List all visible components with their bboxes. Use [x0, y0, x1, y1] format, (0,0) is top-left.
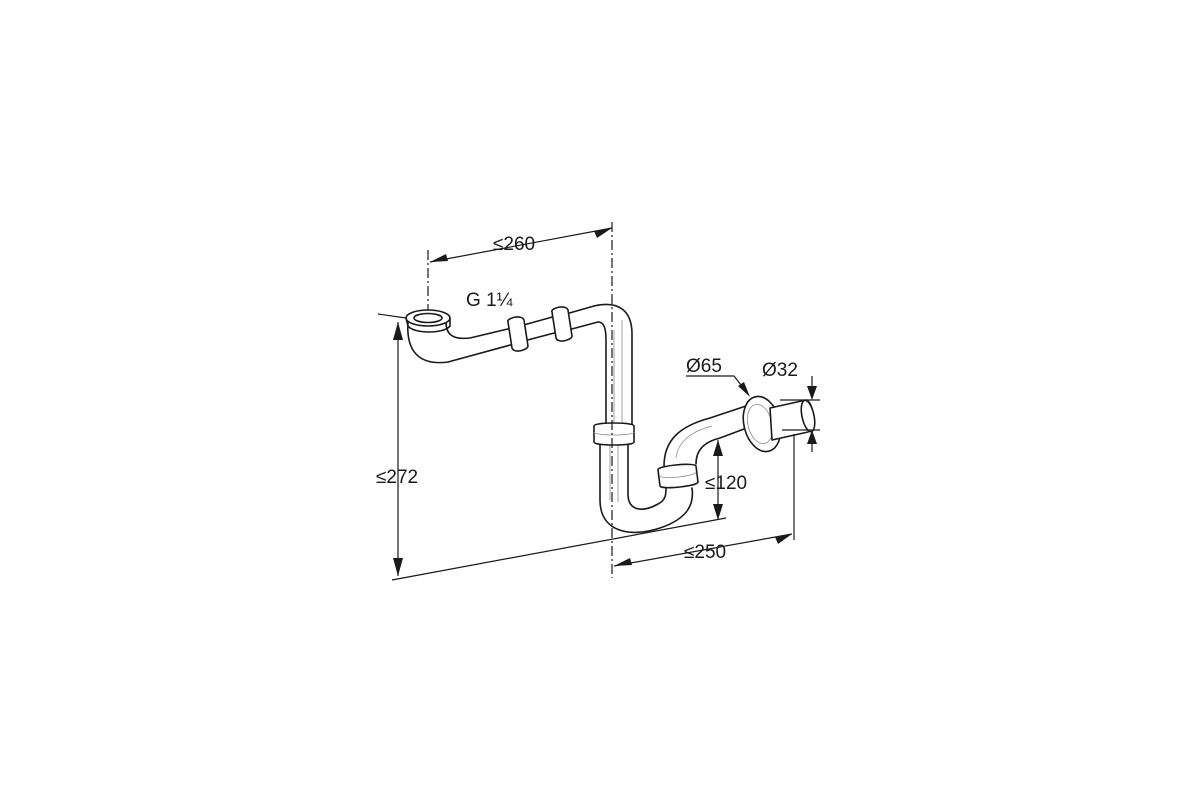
- total-height-label: ≤272: [376, 467, 418, 488]
- bottom-length-dimension-line: [613, 533, 793, 567]
- vertical-coupling: [593, 422, 635, 446]
- upper-horizontal-pipe: [519, 305, 599, 343]
- inlet-flange: [405, 309, 451, 333]
- upper-coupling-left: [507, 316, 529, 352]
- base-line: [391, 517, 727, 581]
- outlet-diameter-leader: [686, 375, 749, 395]
- inlet-bend: [407, 321, 515, 364]
- pipe-diameter-label: Ø32: [762, 360, 798, 381]
- outlet-diameter-label: Ø65: [686, 356, 722, 377]
- upper-coupling-right: [551, 306, 573, 342]
- pipe-diameter-dimension: [780, 376, 820, 452]
- thread-label: G 1¼: [466, 290, 514, 311]
- trap-height-label: ≤120: [705, 473, 747, 494]
- top-bend: [593, 303, 633, 427]
- dimension-labels: ≤260 G 1¼ Ø65 Ø32 ≤272 ≤120 ≤250: [376, 234, 798, 563]
- inlet-bend-inner: [445, 321, 513, 340]
- top-length-dimension-line: [429, 227, 613, 263]
- top-length-label: ≤260: [493, 234, 535, 255]
- inlet-level-line: [377, 313, 407, 319]
- u-trap: [599, 441, 694, 534]
- bottom-length-label: ≤250: [684, 542, 726, 563]
- dimensions: [377, 222, 820, 581]
- outlet-bend: [663, 405, 753, 467]
- trap-coupling: [657, 463, 699, 489]
